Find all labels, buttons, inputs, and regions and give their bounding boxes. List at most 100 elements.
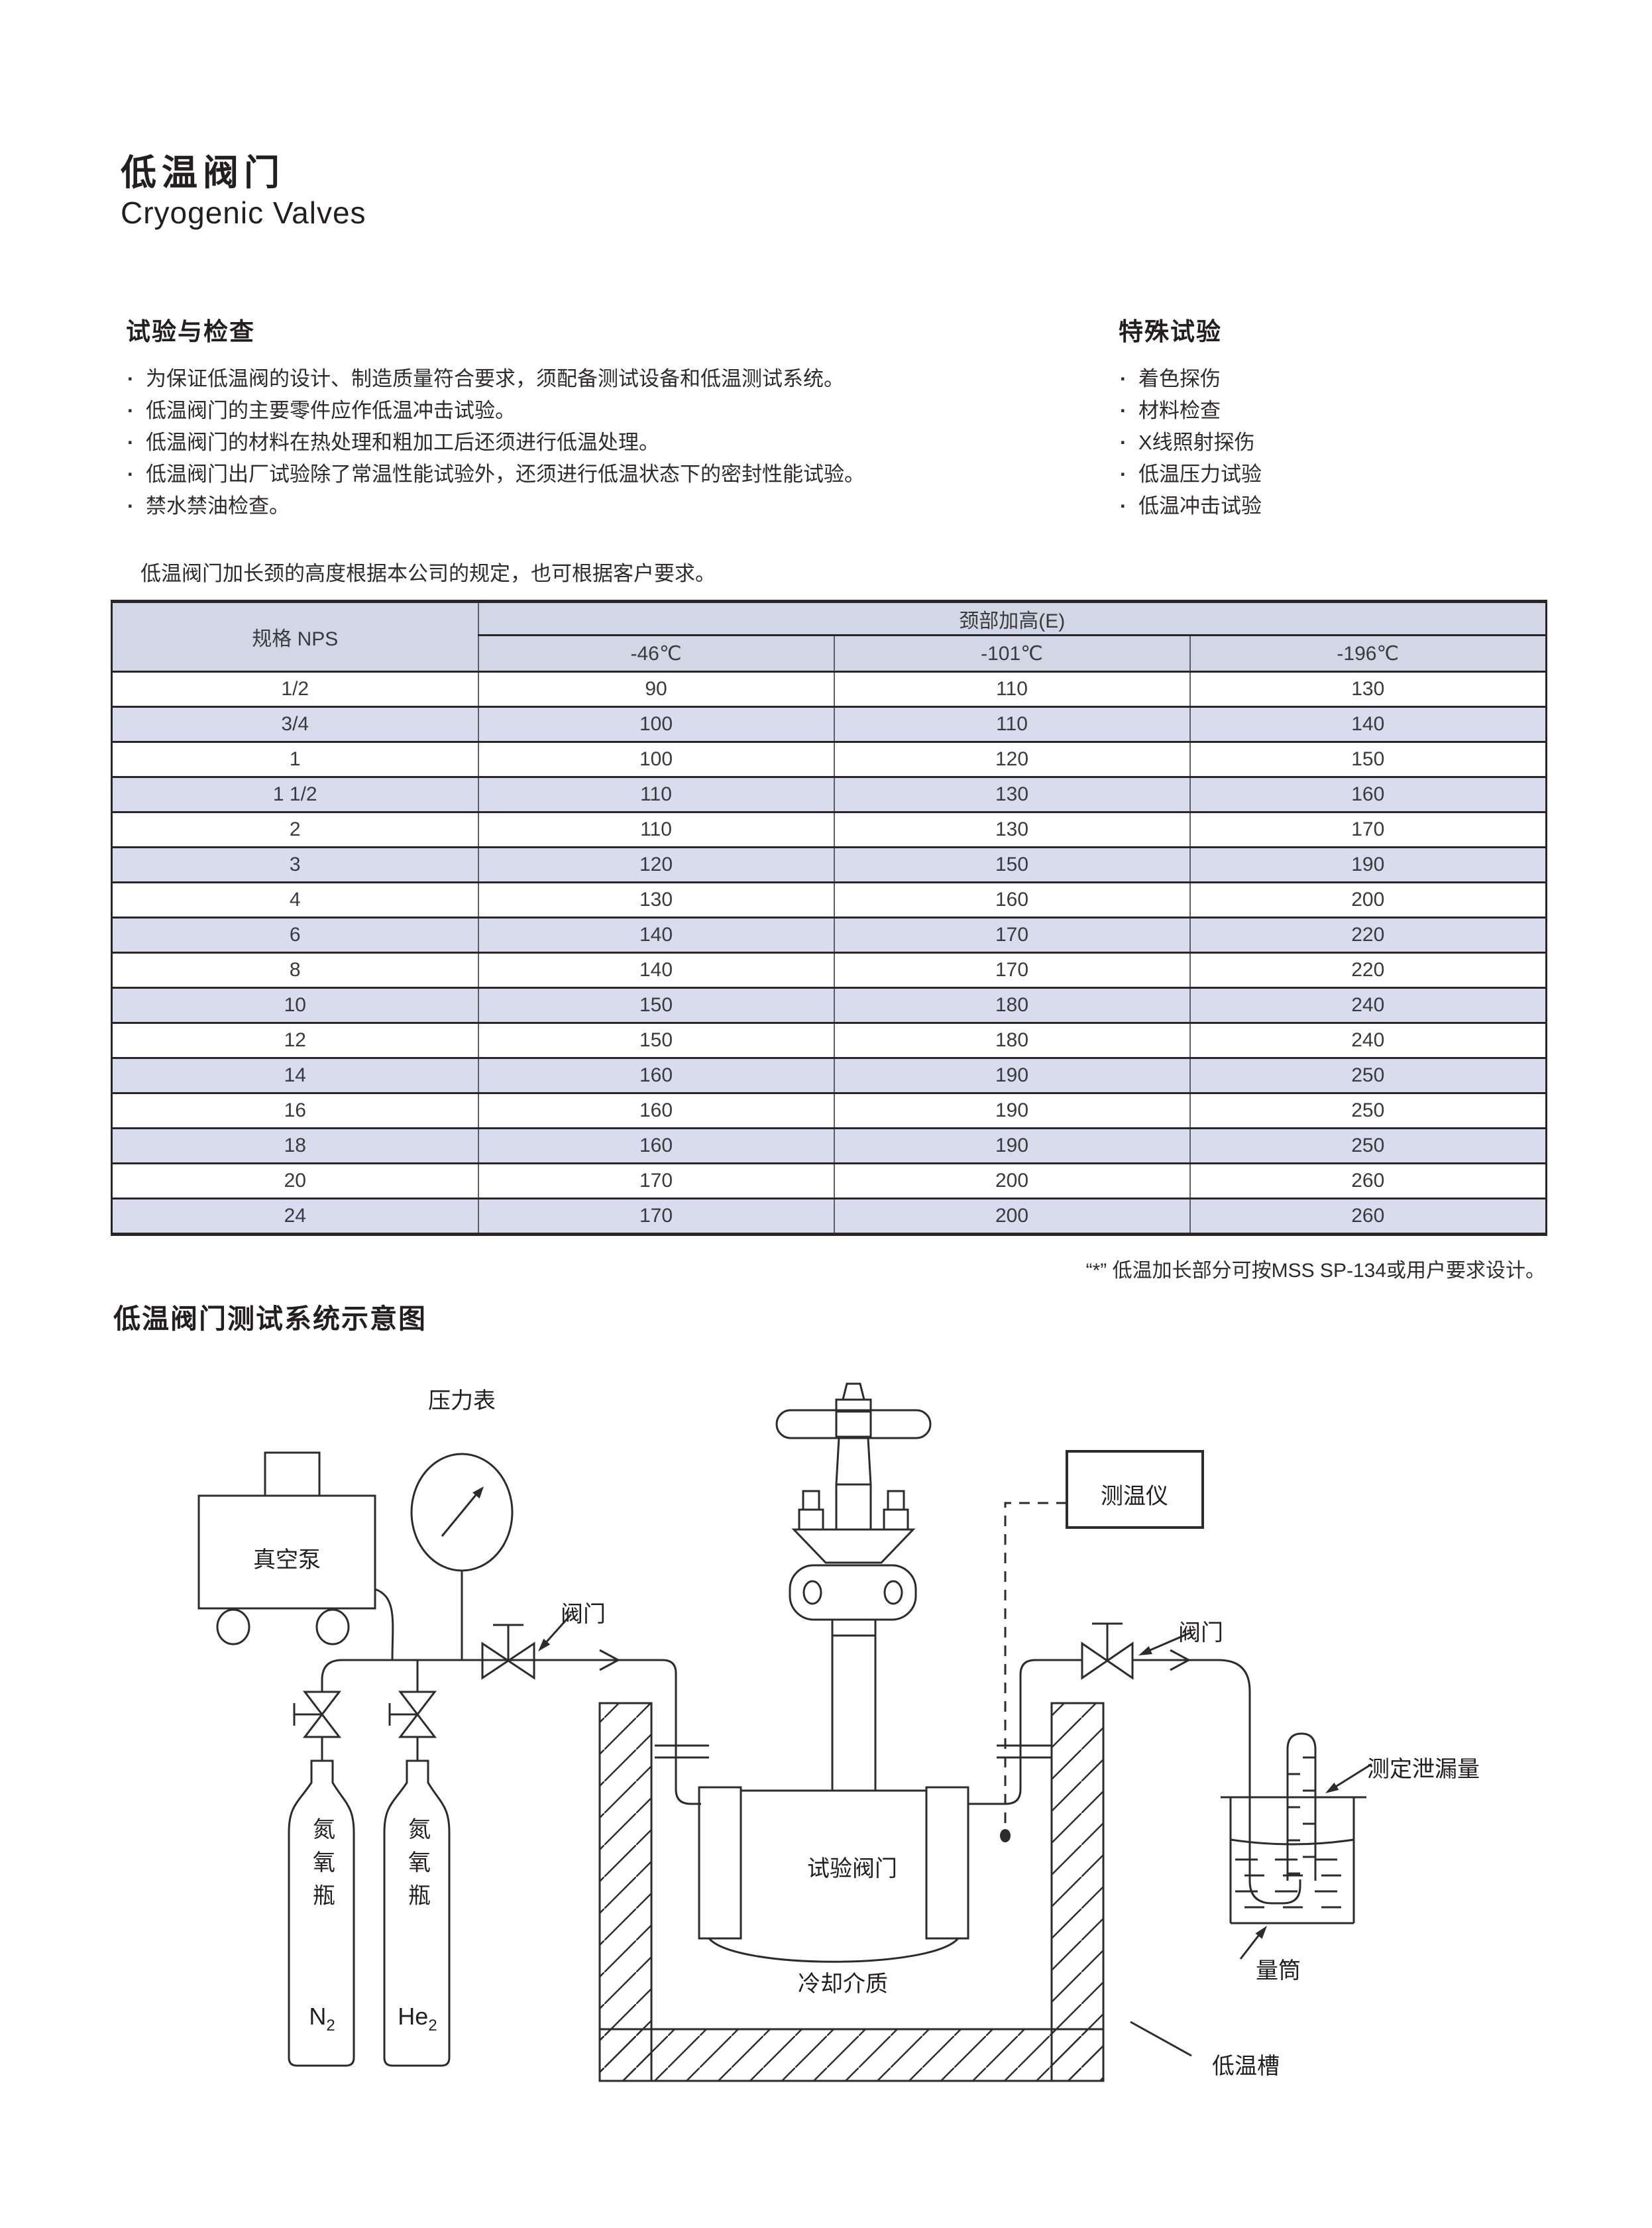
bullet-item: 低温阀门出厂试验除了常温性能试验外，还须进行低温状态下的密封性能试验。: [126, 459, 1093, 490]
bullet-item: 低温阀门的材料在热处理和粗加工后还须进行低温处理。: [126, 427, 1093, 459]
table-cell: 1/2: [111, 671, 479, 708]
table-cell: 1 1/2: [111, 777, 479, 813]
column-header-temp: -196℃: [1189, 635, 1547, 673]
table-cell: 12: [111, 1023, 479, 1059]
table-cell: 260: [1189, 1198, 1547, 1236]
bullet-item: 低温阀门的主要零件应作低温冲击试验。: [126, 395, 1093, 427]
formula-subscript: 2: [326, 2017, 335, 2034]
label-cylinder-n2: 氮氧瓶: [309, 1817, 335, 1917]
label-thermometer: 测温仪: [1101, 1484, 1168, 1509]
label-pressure-gauge: 压力表: [428, 1388, 496, 1414]
vacuum-pump: [197, 1451, 394, 1661]
bullet-list: 着色探伤 材料检查 X线照射探伤 低温压力试验 低温冲击试验: [1119, 363, 1582, 522]
table-cell: 150: [833, 847, 1191, 883]
cylinder-valve-n2: [293, 1691, 342, 1761]
table-cell: 200: [1189, 882, 1547, 919]
bullet-item: 为保证低温阀的设计、制造质量符合要求，须配备测试设备和低温测试系统。: [126, 363, 1093, 395]
table-cell: 2: [111, 812, 479, 848]
table-cell: 160: [833, 882, 1191, 919]
pipe-valve-left: [481, 1613, 573, 1680]
table-cell: 250: [1189, 1128, 1547, 1164]
table-cell: 100: [477, 742, 835, 778]
table-cell: 160: [477, 1093, 835, 1129]
table-cell: 4: [111, 882, 479, 919]
table-cell: 150: [477, 987, 835, 1024]
column-group-header: 颈部加高(E): [477, 601, 1547, 636]
section-heading: 试验与检查: [126, 318, 255, 345]
table-cell: 100: [477, 706, 835, 743]
table-cell: 110: [833, 706, 1191, 743]
pipe-valve-right: [1081, 1622, 1191, 1680]
table-cell: 180: [833, 1023, 1191, 1059]
label-test-valve: 试验阀门: [807, 1856, 897, 1881]
table-cell: 140: [477, 952, 835, 989]
label-leakage-note: 测定泄漏量: [1367, 1757, 1480, 1782]
table-cell: 240: [1189, 987, 1547, 1024]
section-special-tests: 特殊试验 着色探伤 材料检查 X线照射探伤 低温压力试验 低温冲击试验: [1119, 311, 1582, 522]
table-cell: 110: [477, 812, 835, 848]
table-cell: 250: [1189, 1093, 1547, 1129]
table-cell: 140: [1189, 706, 1547, 743]
formula-subscript: 2: [428, 2017, 437, 2034]
table-cell: 130: [833, 777, 1191, 813]
table-cell: 220: [1189, 952, 1547, 989]
table-cell: 190: [833, 1128, 1191, 1164]
table-cell: 130: [477, 882, 835, 919]
table-header-row: 规格 NPS 颈部加高(E): [111, 601, 1547, 673]
bullet-item: 着色探伤: [1119, 363, 1582, 395]
label-measuring-cylinder: 量筒: [1256, 1958, 1301, 1983]
table-cell: 240: [1189, 1023, 1547, 1059]
table-cell: 6: [111, 917, 479, 954]
section-heading: 特殊试验: [1119, 318, 1222, 345]
table-cell: 20: [111, 1163, 479, 1199]
pipe-network-right: [968, 1649, 1301, 1905]
formula-base: N: [309, 2003, 327, 2030]
table-cell: 16: [111, 1093, 479, 1129]
formula-base: He: [398, 2003, 429, 2030]
page-title-block: 低温阀门 Cryogenic Valves: [121, 151, 366, 231]
table-cell: 18: [111, 1128, 479, 1164]
table-cell: 3: [111, 847, 479, 883]
label-he2-formula: He2: [398, 2003, 437, 2034]
label-cylinder-he2: 氮氧瓶: [404, 1817, 430, 1917]
table-cell: 170: [1189, 812, 1547, 848]
page-title: 低温阀门: [121, 153, 285, 193]
table-cell: 150: [477, 1023, 835, 1059]
table-cell: 190: [833, 1093, 1191, 1129]
table-cell: 190: [833, 1058, 1191, 1094]
table-cell: 14: [111, 1058, 479, 1094]
table-cell: 110: [833, 671, 1191, 708]
pressure-gauge: [410, 1453, 514, 1660]
table-cell: 160: [477, 1058, 835, 1094]
table-cell: 200: [833, 1163, 1191, 1199]
test-system-diagram: [197, 1382, 1372, 2082]
label-cooling-medium: 冷却介质: [798, 1972, 888, 1997]
table-cell: 24: [111, 1198, 479, 1236]
cryo-tank: [598, 1702, 1192, 2082]
test-valve-assembly: [698, 1382, 969, 1963]
table-cell: 180: [833, 987, 1191, 1024]
thermometer-link: [1000, 1450, 1204, 1842]
table-cell: 3/4: [111, 706, 479, 743]
table-header: 规格 NPS 颈部加高(E) -46℃ -101℃ -196℃: [111, 601, 1547, 673]
label-valve-left: 阀门: [561, 1602, 606, 1627]
label-vacuum-pump: 真空泵: [253, 1547, 321, 1573]
bullet-item: 低温冲击试验: [1119, 490, 1582, 522]
table-cell: 8: [111, 952, 479, 989]
table-cell: 250: [1189, 1058, 1547, 1094]
